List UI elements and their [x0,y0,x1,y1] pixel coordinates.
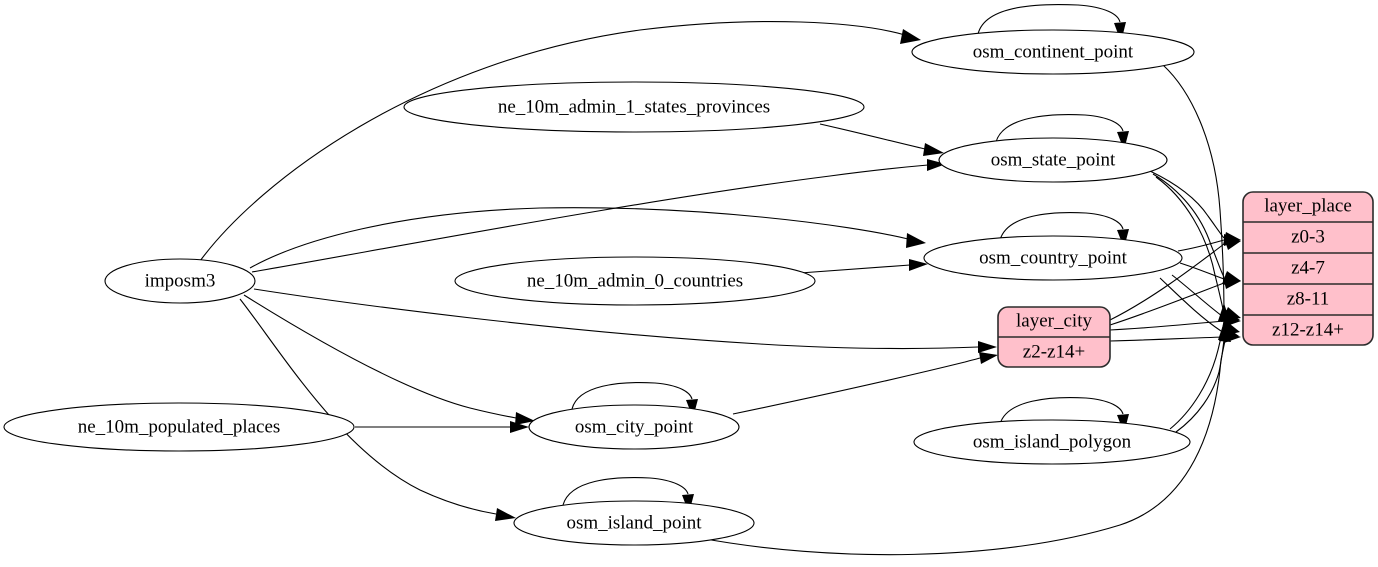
edge-osm_island_point-to-layer_place-z12 [699,323,1231,556]
node-ne_10m_populated_places[interactable]: ne_10m_populated_places [3,402,355,452]
edge-layer_city-to-layer_place-z4 [1109,277,1241,326]
node-label-ne_10m_admin_0_countries: ne_10m_admin_0_countries [527,270,743,291]
node-ne_10m_admin_0_countries[interactable]: ne_10m_admin_0_countries [454,256,816,306]
node-label-osm_continent_point: osm_continent_point [973,41,1134,62]
edge-imposm3-to-osm_city_point [243,294,535,425]
edge-imposm3-to-osm_continent_point [199,20,921,262]
node-label-osm_island_polygon: osm_island_polygon [973,431,1132,452]
edge-layer [199,3,1241,556]
node-osm_island_point[interactable]: osm_island_point [513,500,755,546]
node-label-osm_country_point: osm_country_point [979,247,1127,268]
record-title-layer_place: layer_place [1264,195,1352,216]
record-title-layer_city: layer_city [1016,310,1092,331]
edge-ne_10m_admin_1_states_provinces-to-osm_state_point [819,123,944,156]
record-row-layer_place-2[interactable]: z8-11 [1287,288,1330,309]
record-row-layer_city-0[interactable]: z2-z14+ [1023,341,1085,362]
self-loop-osm_country_point [999,212,1129,248]
edge-ne_10m_admin_0_countries-to-osm_country_point [799,259,928,274]
edge-ne_10m_populated_places-to-osm_city_point [355,421,529,433]
edge-imposm3-to-osm_island_point [239,298,516,521]
edge-osm_continent_point-to-layer_place-z12 [1162,64,1240,336]
node-osm_city_point[interactable]: osm_city_point [528,404,740,450]
record-layer_city[interactable]: layer_city z2-z14+ [997,306,1111,368]
edge-osm_state_point-to-layer_place-z0 [1149,170,1241,245]
node-ne_10m_admin_1_states_provinces[interactable]: ne_10m_admin_1_states_provinces [403,81,865,133]
node-osm_country_point[interactable]: osm_country_point [923,235,1183,281]
node-layer: imposm3 ne_10m_populated_places ne_10m_a… [3,29,1195,546]
edge-imposm3-to-layer_city [253,288,997,353]
edge-imposm3-to-osm_country_point [249,207,926,269]
record-row-layer_place-3[interactable]: z12-z14+ [1272,319,1344,340]
node-osm_continent_point[interactable]: osm_continent_point [911,29,1195,75]
node-osm_island_polygon[interactable]: osm_island_polygon [913,419,1191,465]
record-row-layer_place-0[interactable]: z0-3 [1291,226,1325,247]
node-label-osm_city_point: osm_city_point [575,416,694,437]
self-loop-osm_state_point [995,114,1129,150]
edge-layer_city-to-layer_place-z0 [1109,238,1241,321]
edge-osm_island_polygon-to-layer_place-z8 [1169,303,1230,430]
self-loop-osm_continent_point [977,3,1126,42]
node-imposm3[interactable]: imposm3 [104,258,256,304]
record-layer: layer_city z2-z14+ layer_place z0-3 z4-7… [997,191,1374,368]
node-label-osm_state_point: osm_state_point [991,149,1116,170]
record-row-layer_place-1[interactable]: z4-7 [1291,257,1325,278]
edge-osm_city_point-to-layer_city [732,352,998,415]
node-osm_state_point[interactable]: osm_state_point [938,137,1168,183]
record-layer_place[interactable]: layer_place z0-3 z4-7 z8-11 z12-z14+ [1242,191,1374,346]
edge-imposm3-to-osm_state_point [251,159,946,273]
node-label-osm_island_point: osm_island_point [566,512,702,533]
node-label-ne_10m_admin_1_states_provinces: ne_10m_admin_1_states_provinces [498,96,770,117]
node-label-imposm3: imposm3 [145,270,216,291]
node-label-ne_10m_populated_places: ne_10m_populated_places [78,416,281,437]
